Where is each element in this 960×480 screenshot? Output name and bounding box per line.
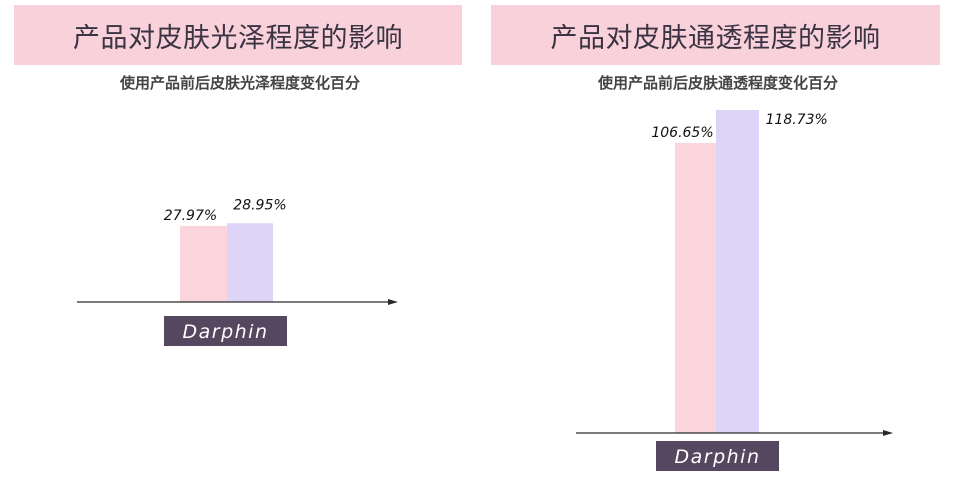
bar: [716, 110, 759, 434]
chart-subtitle: 使用产品前后皮肤通透程度变化百分: [597, 74, 838, 92]
chart-title-box: 产品对皮肤光泽程度的影响: [14, 5, 462, 65]
bar: [675, 142, 716, 434]
bar: [180, 225, 227, 302]
category-label: Darphin: [674, 446, 760, 468]
data-label: 27.97%: [164, 208, 217, 224]
category-label-box: [656, 441, 779, 471]
category-label-box: [164, 316, 287, 346]
x-axis-arrow: [883, 430, 893, 436]
chart-subtitle: 使用产品前后皮肤光泽程度变化百分: [119, 74, 360, 92]
category-label: Darphin: [182, 321, 268, 343]
data-label: 118.73%: [766, 112, 828, 128]
data-label: 28.95%: [233, 197, 286, 213]
chart-title-box: 产品对皮肤通透程度的影响: [491, 5, 940, 65]
chart-2-plot: 106.65% 118.73% Darphin: [576, 110, 893, 471]
chart-1-plot: 27.97% 28.95% Darphin: [77, 197, 398, 346]
data-label: 106.65%: [651, 125, 713, 141]
chart-title: 产品对皮肤光泽程度的影响: [73, 22, 403, 54]
x-axis-arrow: [388, 299, 398, 305]
chart-title: 产品对皮肤通透程度的影响: [550, 22, 881, 54]
bar: [227, 223, 273, 302]
